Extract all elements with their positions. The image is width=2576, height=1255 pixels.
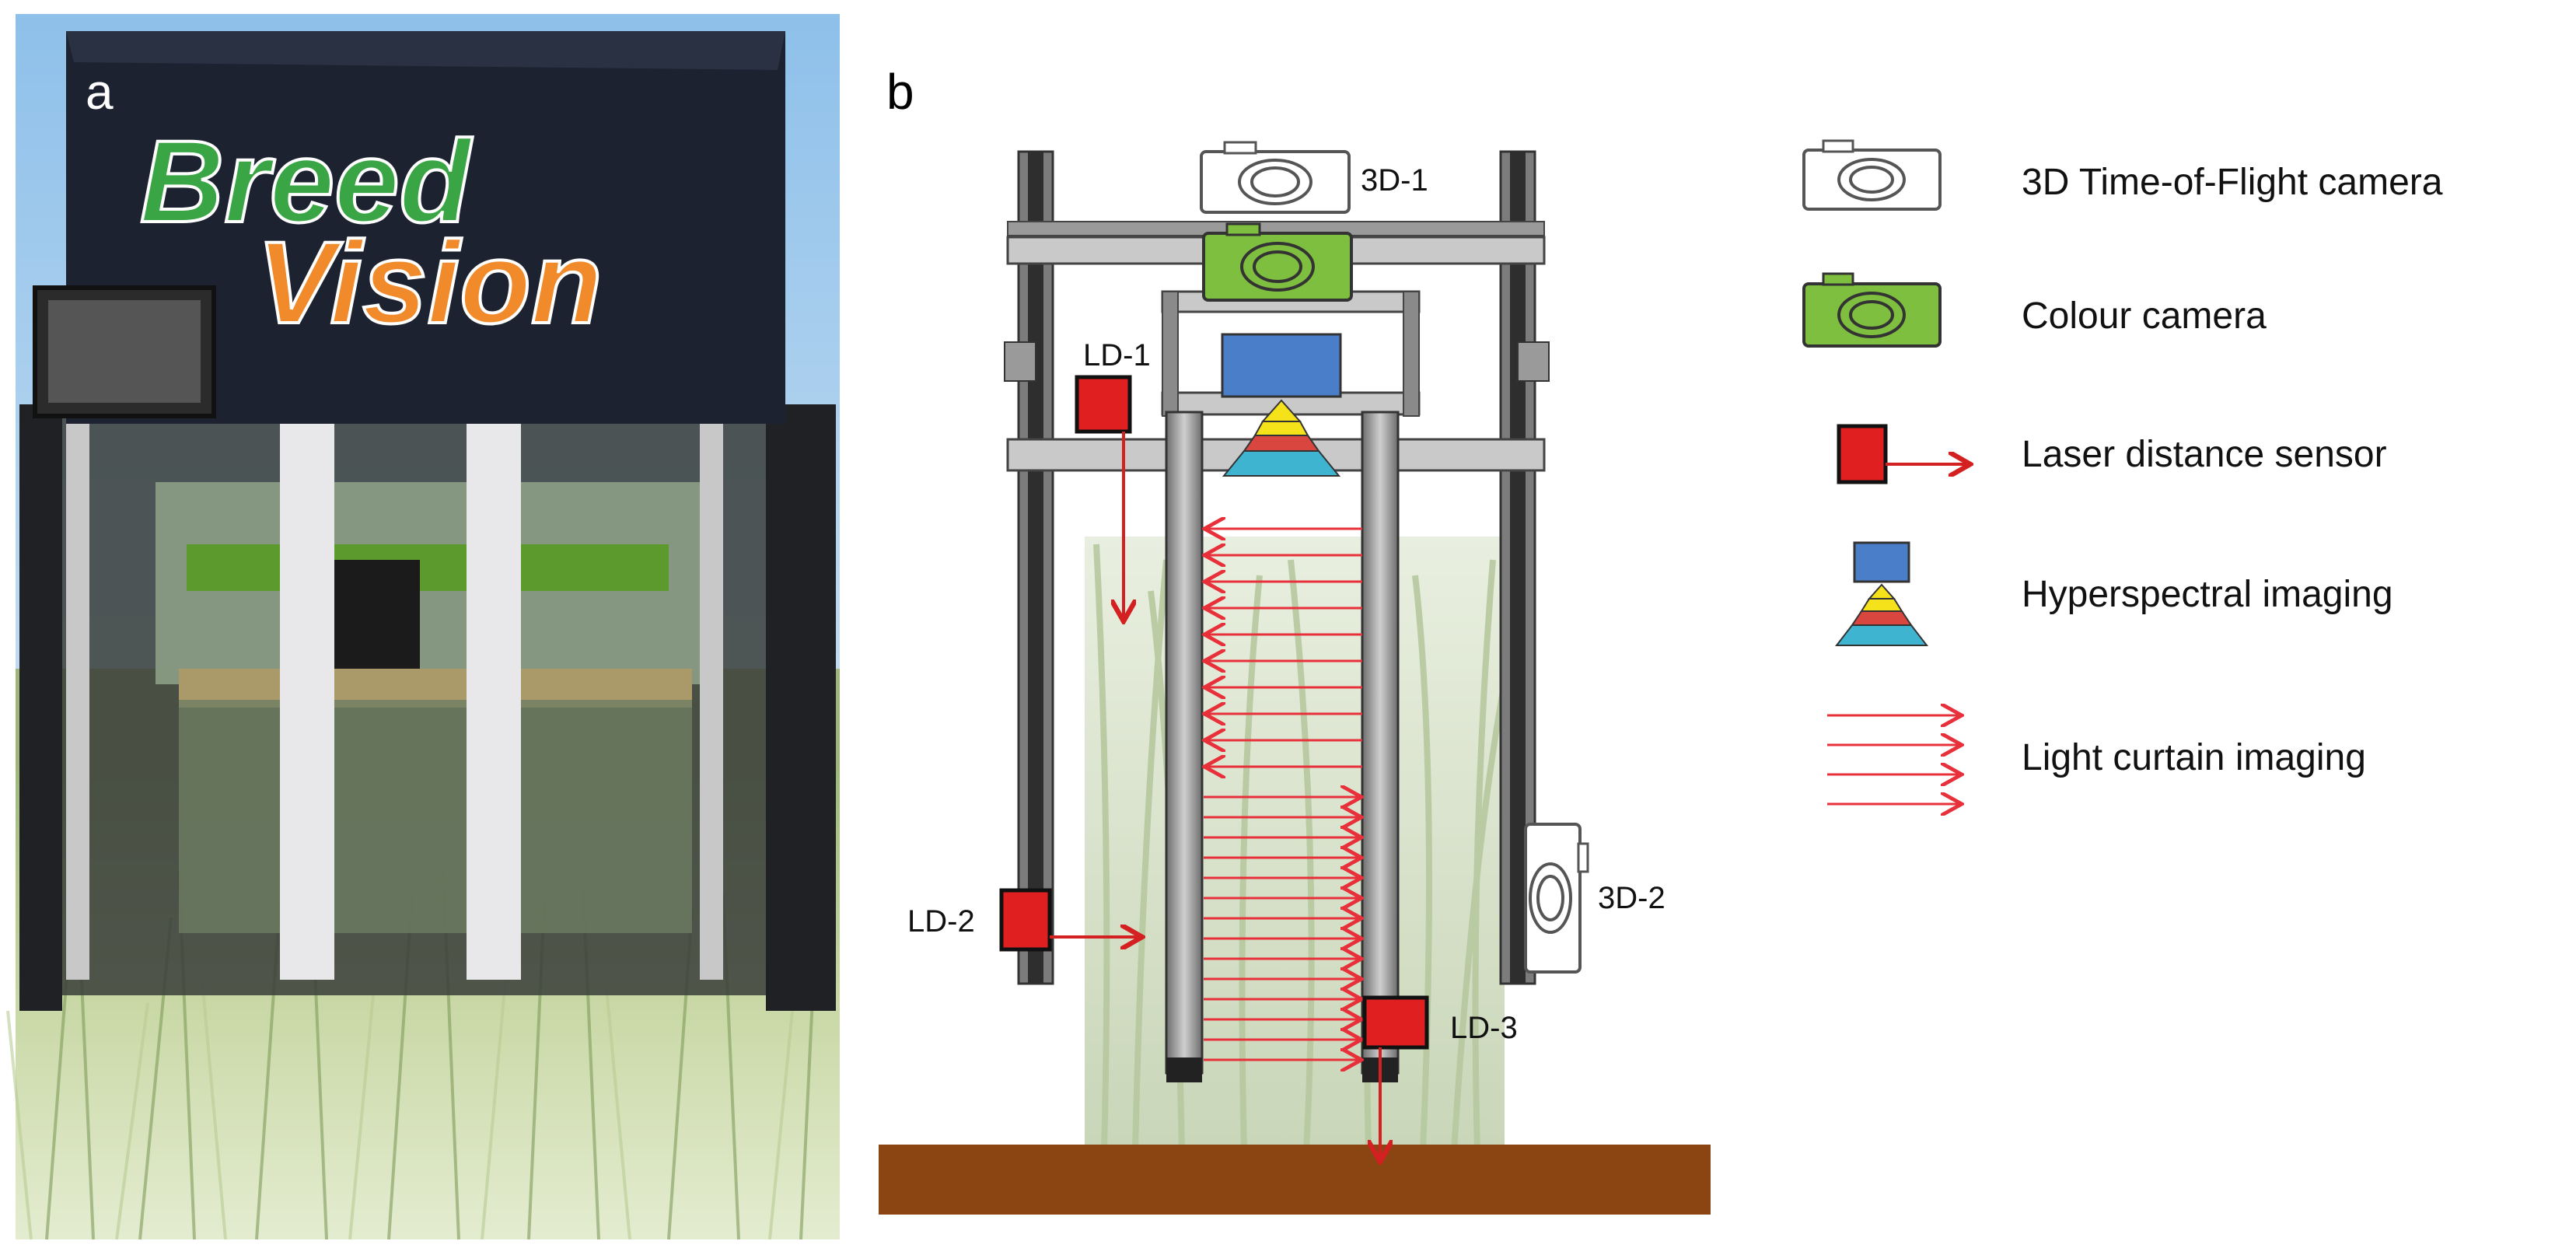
label-ld-3: LD-3 [1450,1011,1518,1045]
legend-label-tof: 3D Time-of-Flight camera [2022,162,2443,203]
label-ld-1: LD-1 [1083,338,1151,372]
legend-laser-sensor-icon [1837,424,1967,484]
legend-colour-camera-icon [1802,272,1942,348]
legend-label-laser: Laser distance sensor [2022,434,2387,475]
label-3d-1: 3D-1 [1361,163,1428,198]
banner-breed-text: Breed [140,116,474,246]
legend-hyperspectral-icon [1834,541,1929,646]
monitor [33,285,216,418]
tof-camera-side-icon [1524,823,1589,974]
banner-vision-text: Vision [257,217,603,348]
legend-label-light-curtain: Light curtain imaging [2022,737,2366,778]
vehicle-frame [19,404,836,1011]
light-curtain-arrows [1204,529,1362,1060]
panel-a-photo: Breed Vision a [6,14,840,1240]
laser-sensor-ld1-icon [1075,375,1130,618]
soil-strip [879,1145,1711,1215]
panel-b-label: b [886,64,914,120]
label-ld-2: LD-2 [907,904,975,939]
label-3d-2: 3D-2 [1598,881,1665,915]
legend-label-colour: Colour camera [2022,295,2267,337]
legend-label-hyperspectral: Hyperspectral imaging [2022,574,2393,615]
legend-light-curtain-icon [1827,715,1959,804]
breedvision-banner: Breed Vision [66,31,785,424]
tof-camera-top-icon [1200,141,1351,214]
legend: 3D Time-of-Flight camera Colour camera L… [1802,139,2443,804]
panel-b-schematic: 3D-1 LD-1 LD-2 [879,141,1711,1215]
laser-sensor-ld3-icon [1362,995,1429,1159]
laser-sensor-ld2-icon [999,888,1139,952]
panel-a-label: a [86,64,114,120]
grass-texture [6,870,818,1240]
crop-plants [1085,537,1527,1152]
legend-tof-camera-icon [1802,139,1942,211]
colour-camera-top-icon [1202,222,1353,302]
hyperspectral-sensor-icon [1221,333,1342,477]
